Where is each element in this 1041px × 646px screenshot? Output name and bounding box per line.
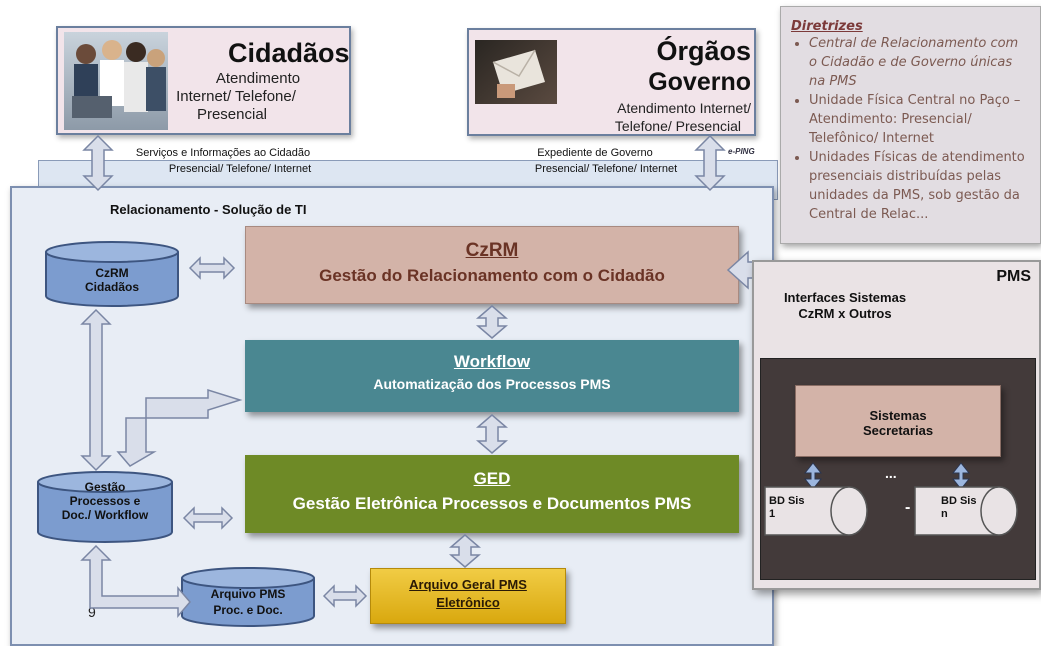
interfaces-line1: Interfaces Sistemas	[783, 290, 907, 305]
pms-label: PMS	[996, 268, 1031, 285]
workflow-block: Workflow Automatização dos Processos PMS	[245, 340, 739, 412]
arquivo-geral-block: Arquivo Geral PMS Eletrônico	[370, 568, 566, 624]
pms-inner-arrows	[764, 462, 1018, 536]
workflow-title: Workflow	[453, 352, 531, 371]
czrm-workflow-arrow	[475, 305, 509, 339]
diretrizes-box: Diretrizes Central de Relacionamento com…	[780, 6, 1041, 244]
cyl-czrm-arrow	[188, 256, 236, 280]
czrm-block: CzRM Gestão do Relacionamento com o Cida…	[245, 226, 739, 304]
cyl-ged-arrow	[182, 506, 234, 530]
cidadaos-box: Cidadãos Atendimento Internet/ Telefone/…	[56, 26, 351, 135]
cidadaos-line3: Presencial	[196, 106, 268, 123]
cidadaos-double-arrow	[82, 134, 114, 192]
arquivo-pms-cylinder: Arquivo PMS Proc. e Doc.	[180, 566, 316, 628]
arquivo-geral-arrow	[322, 584, 368, 608]
workflow-ged-arrow	[475, 414, 509, 454]
interfaces-line2: CzRM x Outros	[798, 306, 892, 321]
sistemas-line1: Sistemas	[869, 408, 927, 423]
sistemas-line2: Secretarias	[862, 423, 934, 438]
ged-title: GED	[473, 469, 511, 488]
cidadaos-title: Cidadãos	[228, 38, 350, 68]
gestao-processos-label: Gestão Processos e Doc./ Workflow	[61, 480, 149, 522]
diretriz-item: Unidades Físicas de atendimento presenci…	[809, 148, 1030, 224]
diretriz-item: Unidade Física Central no Paço – Atendim…	[809, 91, 1030, 148]
czrm-title: CzRM	[465, 240, 519, 261]
workflow-subtitle: Automatização dos Processos PMS	[373, 376, 611, 392]
cidadaos-line2: Internet/ Telefone/	[176, 88, 296, 105]
czrm-cidadaos-cylinder: CzRM Cidadãos	[44, 240, 180, 308]
arquivo-geral-line1: Arquivo Geral PMS	[409, 577, 527, 592]
bd-separator: -	[905, 499, 911, 516]
page-number: 9	[88, 604, 96, 620]
orgaos-line2: Telefone/ Presencial	[614, 118, 741, 134]
gestao-workflow-arrow	[116, 388, 243, 467]
pms-dark-panel: Sistemas Secretarias ... BD Sis 1 - BD S…	[760, 358, 1036, 580]
arquivo-pms-label: Arquivo PMS Proc. e Doc.	[210, 587, 286, 617]
gestao-processos-cylinder: Gestão Processos e Doc./ Workflow	[36, 470, 174, 544]
ged-subtitle: Gestão Eletrônica Processos e Documentos…	[292, 494, 692, 513]
cylinders-vertical-arrow	[80, 308, 112, 472]
ged-block: GED Gestão Eletrônica Processos e Docume…	[245, 455, 739, 533]
arquivo-geral-line2: Eletrônico	[436, 595, 500, 610]
caption-right-1: Expediente de Governo	[537, 147, 653, 159]
pms-panel: PMS Interfaces Sistemas CzRM x Outros Si…	[752, 260, 1041, 590]
caption-right-2: Presencial/ Telefone/ Internet	[534, 163, 678, 175]
main-title: Relacionamento - Solução de TI	[110, 202, 307, 217]
sistemas-secretarias-box: Sistemas Secretarias	[795, 385, 1001, 457]
diretriz-item: Central de Relacionamento com o Cidadão …	[809, 34, 1030, 91]
orgaos-double-arrow	[694, 134, 726, 192]
czrm-subtitle: Gestão do Relacionamento com o Cidadão	[319, 266, 665, 285]
orgaos-title1: Órgãos	[656, 36, 751, 66]
orgaos-line1: Atendimento Internet/	[617, 100, 751, 116]
bd-sis-1-label: BD Sis 1	[769, 495, 805, 520]
pms-ellipsis: ...	[885, 465, 897, 481]
orgaos-box: Órgãos Governo Atendimento Internet/ Tel…	[467, 28, 756, 136]
orgaos-title2: Governo	[648, 68, 751, 96]
cidadaos-line1: Atendimento	[215, 70, 301, 87]
envelope-photo	[475, 40, 557, 104]
czrm-cidadaos-label: CzRM Cidadãos	[84, 266, 139, 294]
diretrizes-heading: Diretrizes	[791, 19, 863, 34]
people-photo	[64, 32, 168, 130]
diretrizes-list: Central de Relacionamento com o Cidadão …	[791, 34, 1030, 224]
caption-left-2: Presencial/ Telefone/ Internet	[168, 163, 312, 175]
caption-left-1: Serviços e Informações ao Cidadão	[135, 147, 311, 159]
ged-arquivo-arrow	[448, 534, 482, 568]
bd-sis-n-label: BD Sis n	[941, 495, 977, 520]
eping-logo: e-PING	[728, 147, 755, 156]
gestao-arquivo-arrow	[80, 544, 191, 619]
